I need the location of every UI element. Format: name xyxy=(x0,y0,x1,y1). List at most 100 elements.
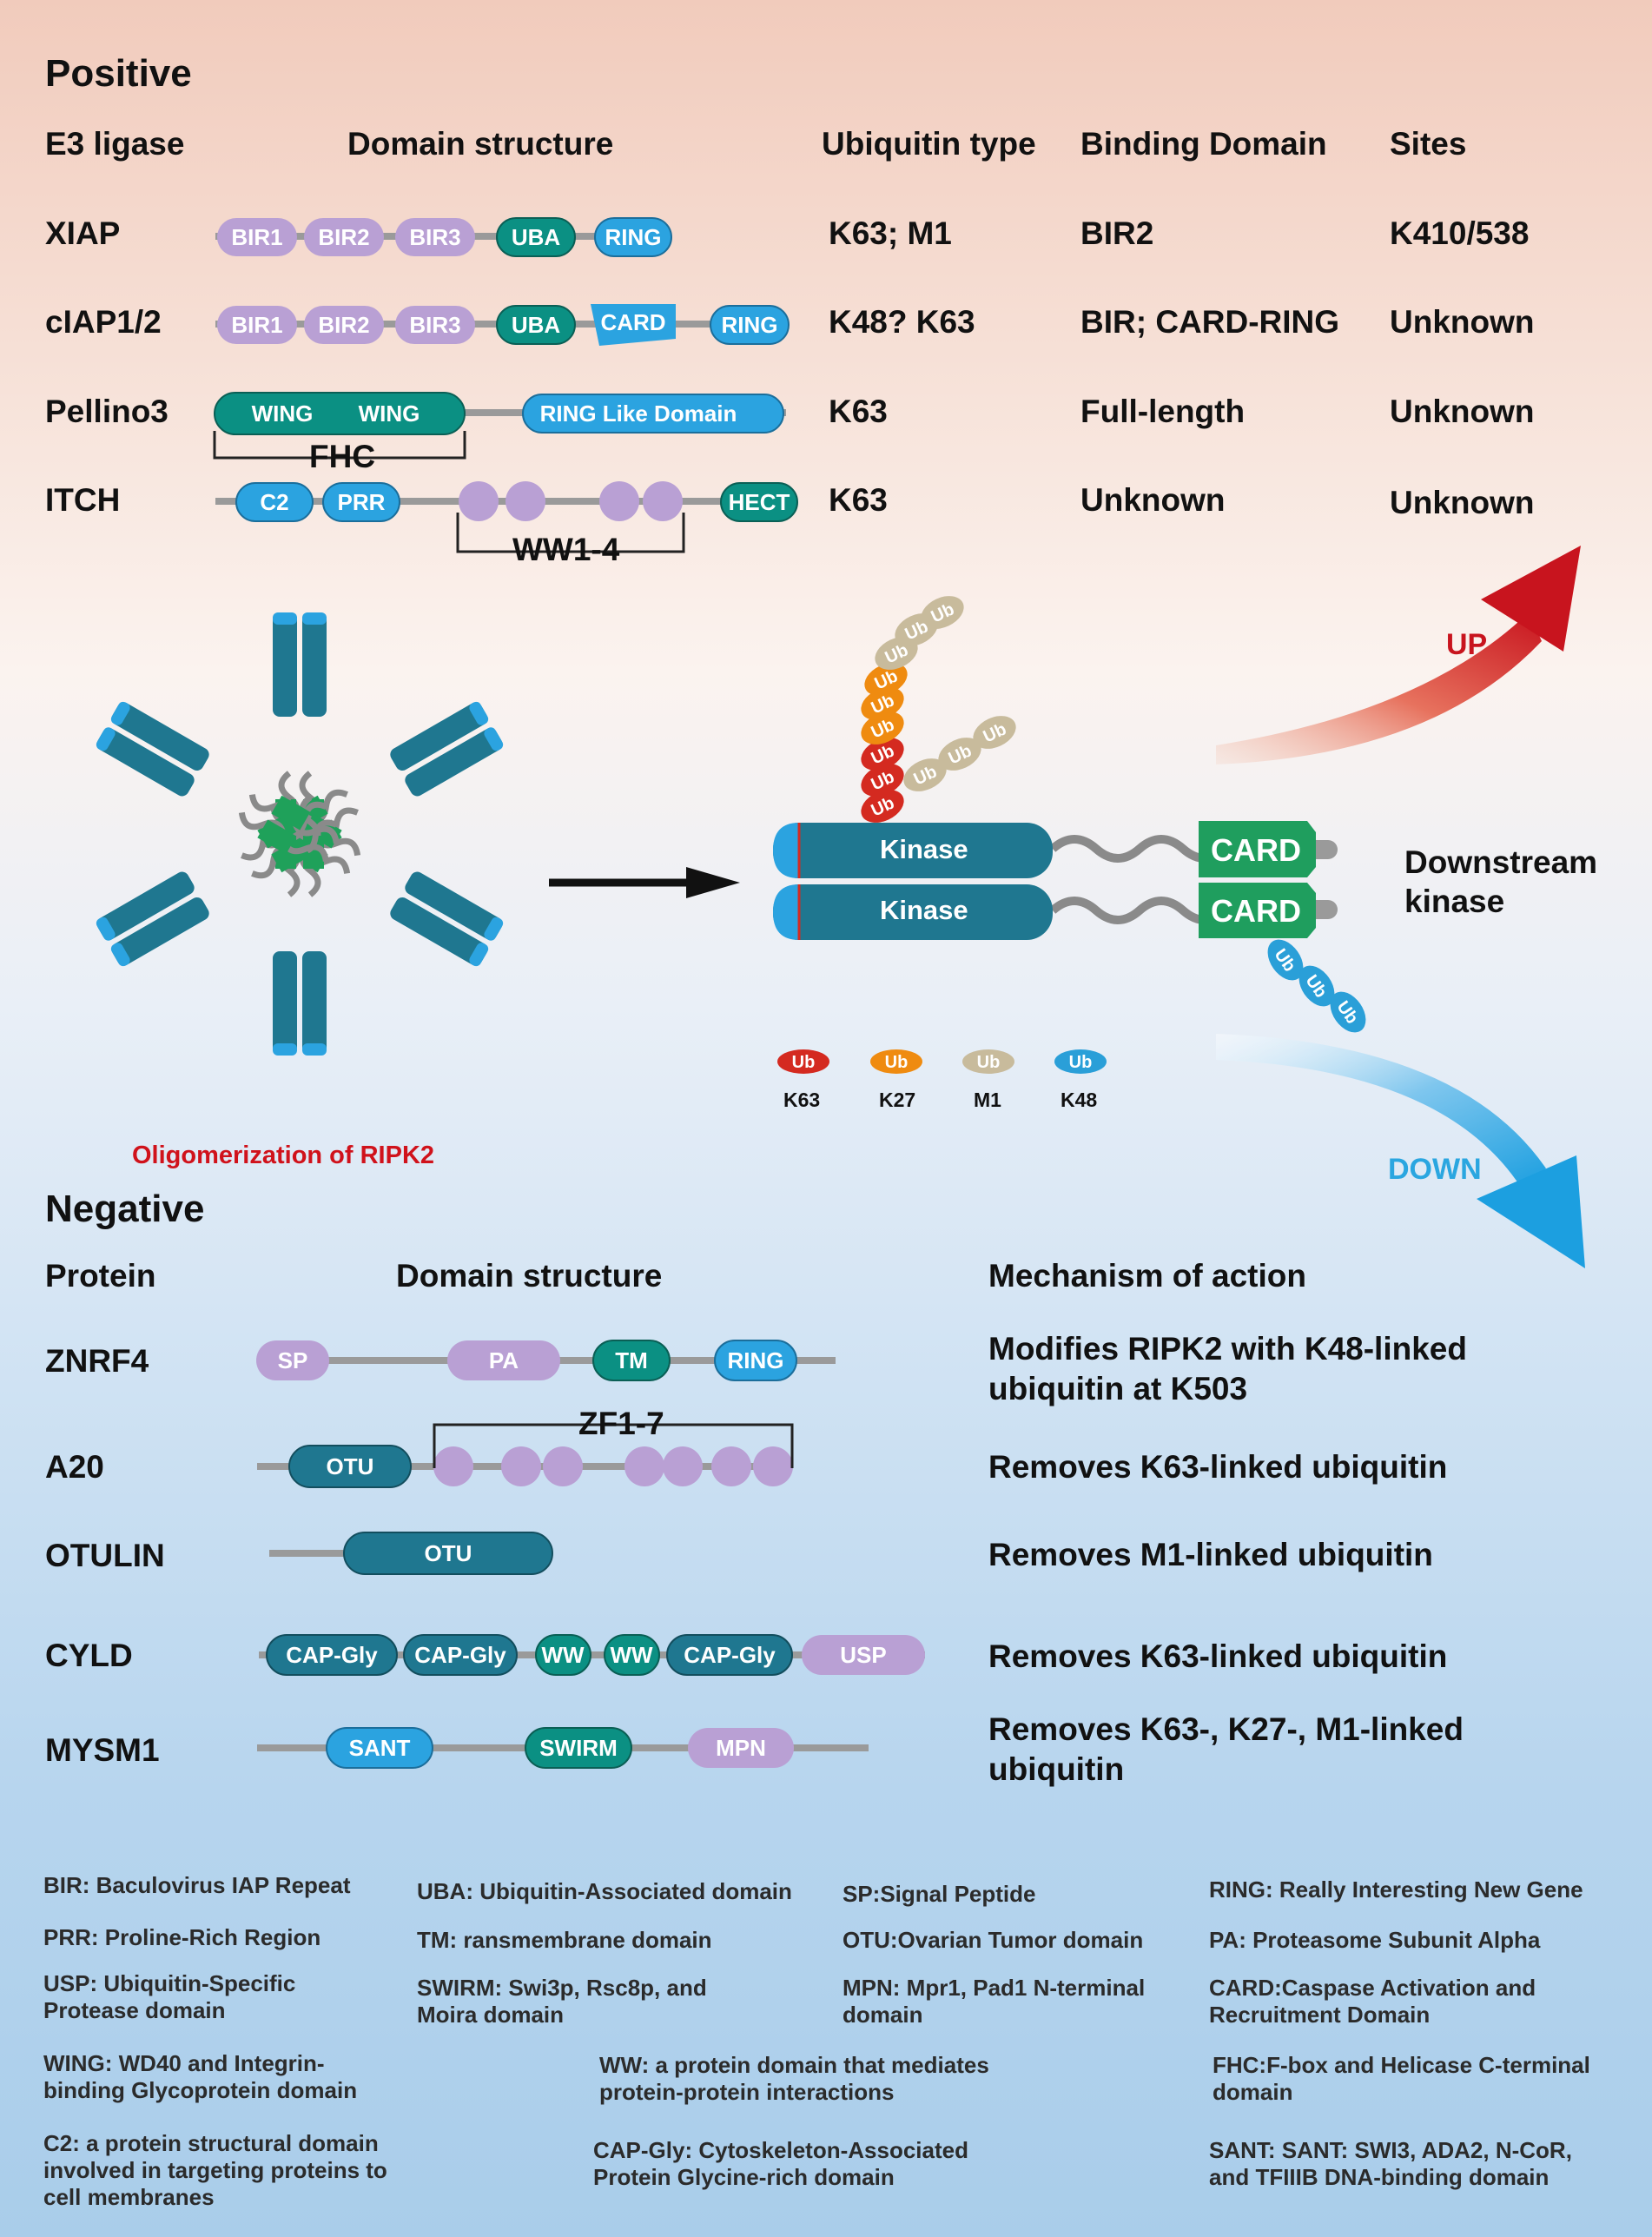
svg-text:RING: RING xyxy=(605,224,662,250)
row-name: CYLD xyxy=(45,1638,133,1673)
oligomer-caption: Oligomerization of RIPK2 xyxy=(132,1142,435,1169)
ub-legend-k27: K27 xyxy=(879,1089,916,1111)
legend-item: PRR: Proline-Rich Region xyxy=(43,1924,321,1950)
svg-text:RING: RING xyxy=(722,312,778,338)
svg-text:UBA: UBA xyxy=(512,224,561,250)
svg-text:UBA: UBA xyxy=(512,312,561,338)
legend-item: TM: ransmembrane domain xyxy=(417,1927,712,1953)
svg-text:WING: WING xyxy=(252,400,314,427)
ciap-domains: BIR1 BIR2 BIR3 UBA CARD RING xyxy=(217,304,790,346)
svg-text:CARD: CARD xyxy=(600,309,665,335)
ww-bracket-label: WW1-4 xyxy=(512,532,620,567)
svg-text:OTU: OTU xyxy=(425,1540,472,1566)
svg-text:Ub: Ub xyxy=(792,1053,816,1072)
svg-text:CAP-Gly: CAP-Gly xyxy=(286,1642,378,1668)
svg-text:PRR: PRR xyxy=(338,489,386,515)
legend-item: USP: Ubiquitin-Specific Protease domain xyxy=(43,1970,296,2023)
legend-item: WING: WD40 and Integrin-binding Glycopro… xyxy=(43,2050,358,2103)
svg-text:USP: USP xyxy=(840,1642,886,1668)
svg-text:BIR1: BIR1 xyxy=(231,224,282,250)
row-mechanism: Removes K63-, K27-, M1-linked ubiquitin xyxy=(988,1711,1464,1787)
svg-text:OTU: OTU xyxy=(327,1453,374,1479)
row-sites: Unknown xyxy=(1390,304,1535,340)
svg-text:WING: WING xyxy=(359,400,420,427)
header-e3-ligase: E3 ligase xyxy=(45,126,185,162)
svg-text:RING Like Domain: RING Like Domain xyxy=(540,400,737,427)
row-binding: Unknown xyxy=(1080,482,1226,518)
legend-item: BIR: Baculovirus IAP Repeat xyxy=(43,1872,351,1898)
itch-domains: C2 PRR HECT xyxy=(235,481,798,553)
row-name: ITCH xyxy=(45,482,121,518)
row-mechanism: Removes K63-linked ubiquitin xyxy=(988,1638,1448,1674)
legend-item: CARD:Caspase Activation and Recruitment … xyxy=(1209,1975,1536,2028)
row-mechanism: Removes M1-linked ubiquitin xyxy=(988,1537,1433,1572)
row-mechanism: Removes K63-linked ubiquitin xyxy=(988,1449,1448,1485)
down-label: DOWN xyxy=(1388,1153,1482,1186)
row-name: ZNRF4 xyxy=(45,1343,149,1379)
legend-item: RING: Really Interesting New Gene xyxy=(1209,1876,1583,1903)
positive-backbones xyxy=(215,233,786,505)
up-arrow xyxy=(1216,546,1581,764)
row-ub-type: K63 xyxy=(829,394,888,429)
legend-item: FHC:F-box and Helicase C-terminal domain xyxy=(1213,2052,1590,2105)
header-neg-domain-structure: Domain structure xyxy=(396,1258,663,1294)
xiap-domains: BIR1 BIR2 BIR3 UBA RING xyxy=(217,217,672,257)
positive-title: Positive xyxy=(45,52,192,95)
legend-item: WW: a protein domain that mediates prote… xyxy=(599,2052,989,2105)
card-label: CARD xyxy=(1211,832,1301,868)
legend-item: SP:Signal Peptide xyxy=(843,1881,1036,1907)
row-ub-type: K63 xyxy=(829,482,888,518)
otulin-domains: OTU xyxy=(343,1532,553,1575)
cyld-domains: CAP-Gly CAP-Gly WW WW CAP-Gly USP xyxy=(266,1634,925,1676)
legend-item: PA: Proteasome Subunit Alpha xyxy=(1209,1927,1541,1953)
pellino3-domains: WING WING RING Like Domain xyxy=(213,392,784,460)
row-binding: BIR2 xyxy=(1080,215,1154,251)
row-name: A20 xyxy=(45,1449,104,1485)
header-ubiquitin-type: Ubiquitin type xyxy=(822,126,1036,162)
a20-domains: OTU xyxy=(288,1423,794,1488)
legend-item: SANT: SANT: SWI3, ADA2, N-CoR, and TFIII… xyxy=(1209,2137,1572,2190)
ripk2-dimer xyxy=(773,821,1338,940)
ub-chains: Ub Ub Ub Ub Ub Ub Ub Ub Ub Ub Ub Ub Ub U… xyxy=(861,596,1366,1033)
svg-text:Ub: Ub xyxy=(977,1053,1001,1072)
card-label: CARD xyxy=(1211,893,1301,929)
ub-legend-k63: K63 xyxy=(783,1089,821,1111)
svg-text:SWIRM: SWIRM xyxy=(539,1735,618,1761)
negative-title: Negative xyxy=(45,1188,205,1230)
svg-text:WW: WW xyxy=(610,1642,653,1668)
legend-item: C2: a protein structural domain involved… xyxy=(43,2130,387,2210)
row-ub-type: K63; M1 xyxy=(829,215,952,251)
row-sites: Unknown xyxy=(1390,394,1535,429)
row-name: cIAP1/2 xyxy=(45,304,162,340)
row-mechanism: Modifies RIPK2 with K48-linked ubiquitin… xyxy=(988,1331,1467,1406)
row-name: Pellino3 xyxy=(45,394,169,429)
svg-text:WW: WW xyxy=(541,1642,585,1668)
row-sites: K410/538 xyxy=(1390,215,1530,251)
svg-text:BIR3: BIR3 xyxy=(409,224,460,250)
mysm1-domains: SANT SWIRM MPN xyxy=(326,1727,794,1769)
svg-text:C2: C2 xyxy=(260,489,288,515)
header-protein: Protein xyxy=(45,1258,156,1294)
svg-text:TM: TM xyxy=(615,1347,648,1373)
row-name: OTULIN xyxy=(45,1538,165,1573)
svg-text:RING: RING xyxy=(728,1347,784,1373)
ub-legend-icons: Ub Ub Ub Ub xyxy=(777,1049,1107,1074)
header-domain-structure: Domain structure xyxy=(347,126,614,162)
row-binding: Full-length xyxy=(1080,394,1246,429)
svg-text:CAP-Gly: CAP-Gly xyxy=(414,1642,506,1668)
svg-text:BIR3: BIR3 xyxy=(409,312,460,338)
svg-text:CAP-Gly: CAP-Gly xyxy=(684,1642,776,1668)
fhc-bracket-label: FHC xyxy=(309,439,376,474)
legend-item: CAP-Gly: Cytoskeleton-Associated Protein… xyxy=(593,2137,968,2190)
row-binding: BIR; CARD-RING xyxy=(1080,304,1340,340)
row-name: XIAP xyxy=(45,215,121,251)
ub-legend-k48: K48 xyxy=(1061,1089,1098,1111)
legend-item: SWIRM: Swi3p, Rsc8p, and Moira domain xyxy=(417,1975,707,2028)
svg-text:PA: PA xyxy=(489,1347,519,1373)
ripk2-oligomer xyxy=(96,612,504,1056)
svg-text:BIR2: BIR2 xyxy=(318,312,369,338)
svg-text:BIR1: BIR1 xyxy=(231,312,282,338)
svg-text:MPN: MPN xyxy=(716,1735,766,1761)
header-mechanism: Mechanism of action xyxy=(988,1258,1306,1294)
